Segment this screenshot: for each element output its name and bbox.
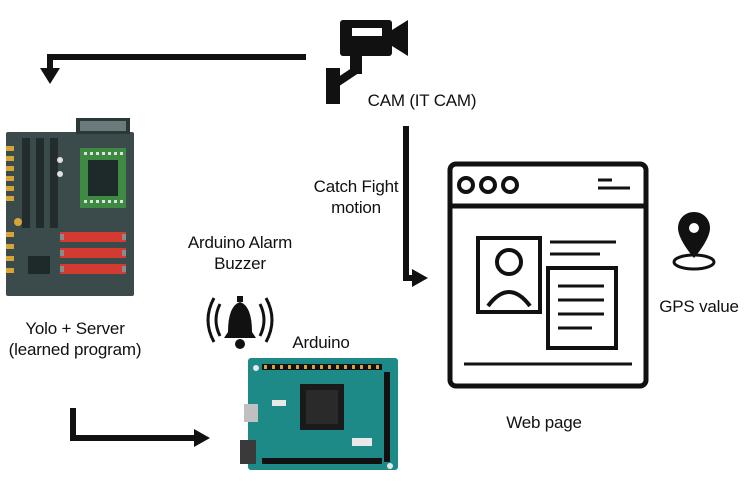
cctv-camera-icon	[326, 20, 408, 104]
gps-label: GPS value	[652, 296, 746, 317]
arduino-label-text: Arduino	[292, 333, 350, 352]
webpage-label-text: Web page	[506, 413, 582, 432]
buzzer-label: Arduino Alarm Buzzer	[174, 232, 306, 274]
server-board-icon	[6, 118, 134, 296]
cam-label: CAM (IT CAM)	[360, 90, 484, 111]
arduino-label: Arduino	[276, 332, 366, 353]
cam-label-text: CAM (IT CAM)	[367, 91, 477, 110]
catch-fight-line1: Catch Fight	[313, 177, 399, 196]
buzzer-label-line2: Buzzer	[214, 254, 266, 273]
webpage-label: Web page	[494, 412, 594, 433]
server-label-line1: Yolo + Server	[25, 319, 125, 338]
gps-label-text: GPS value	[659, 297, 739, 316]
arrow-cam-to-server	[40, 54, 306, 84]
arrow-cam-to-webpage	[403, 126, 428, 287]
catch-fight-line2: motion	[331, 198, 381, 217]
alarm-bell-icon	[206, 296, 274, 349]
browser-window-icon	[447, 161, 649, 389]
map-pin-icon	[672, 212, 716, 271]
buzzer-label-line1: Arduino Alarm	[187, 233, 293, 252]
arrow-server-to-arduino	[70, 408, 210, 447]
server-label-line2: (learned program)	[8, 340, 142, 359]
catch-fight-label: Catch Fight motion	[300, 176, 412, 218]
server-label: Yolo + Server (learned program)	[0, 318, 150, 360]
arduino-board-icon	[240, 358, 398, 470]
